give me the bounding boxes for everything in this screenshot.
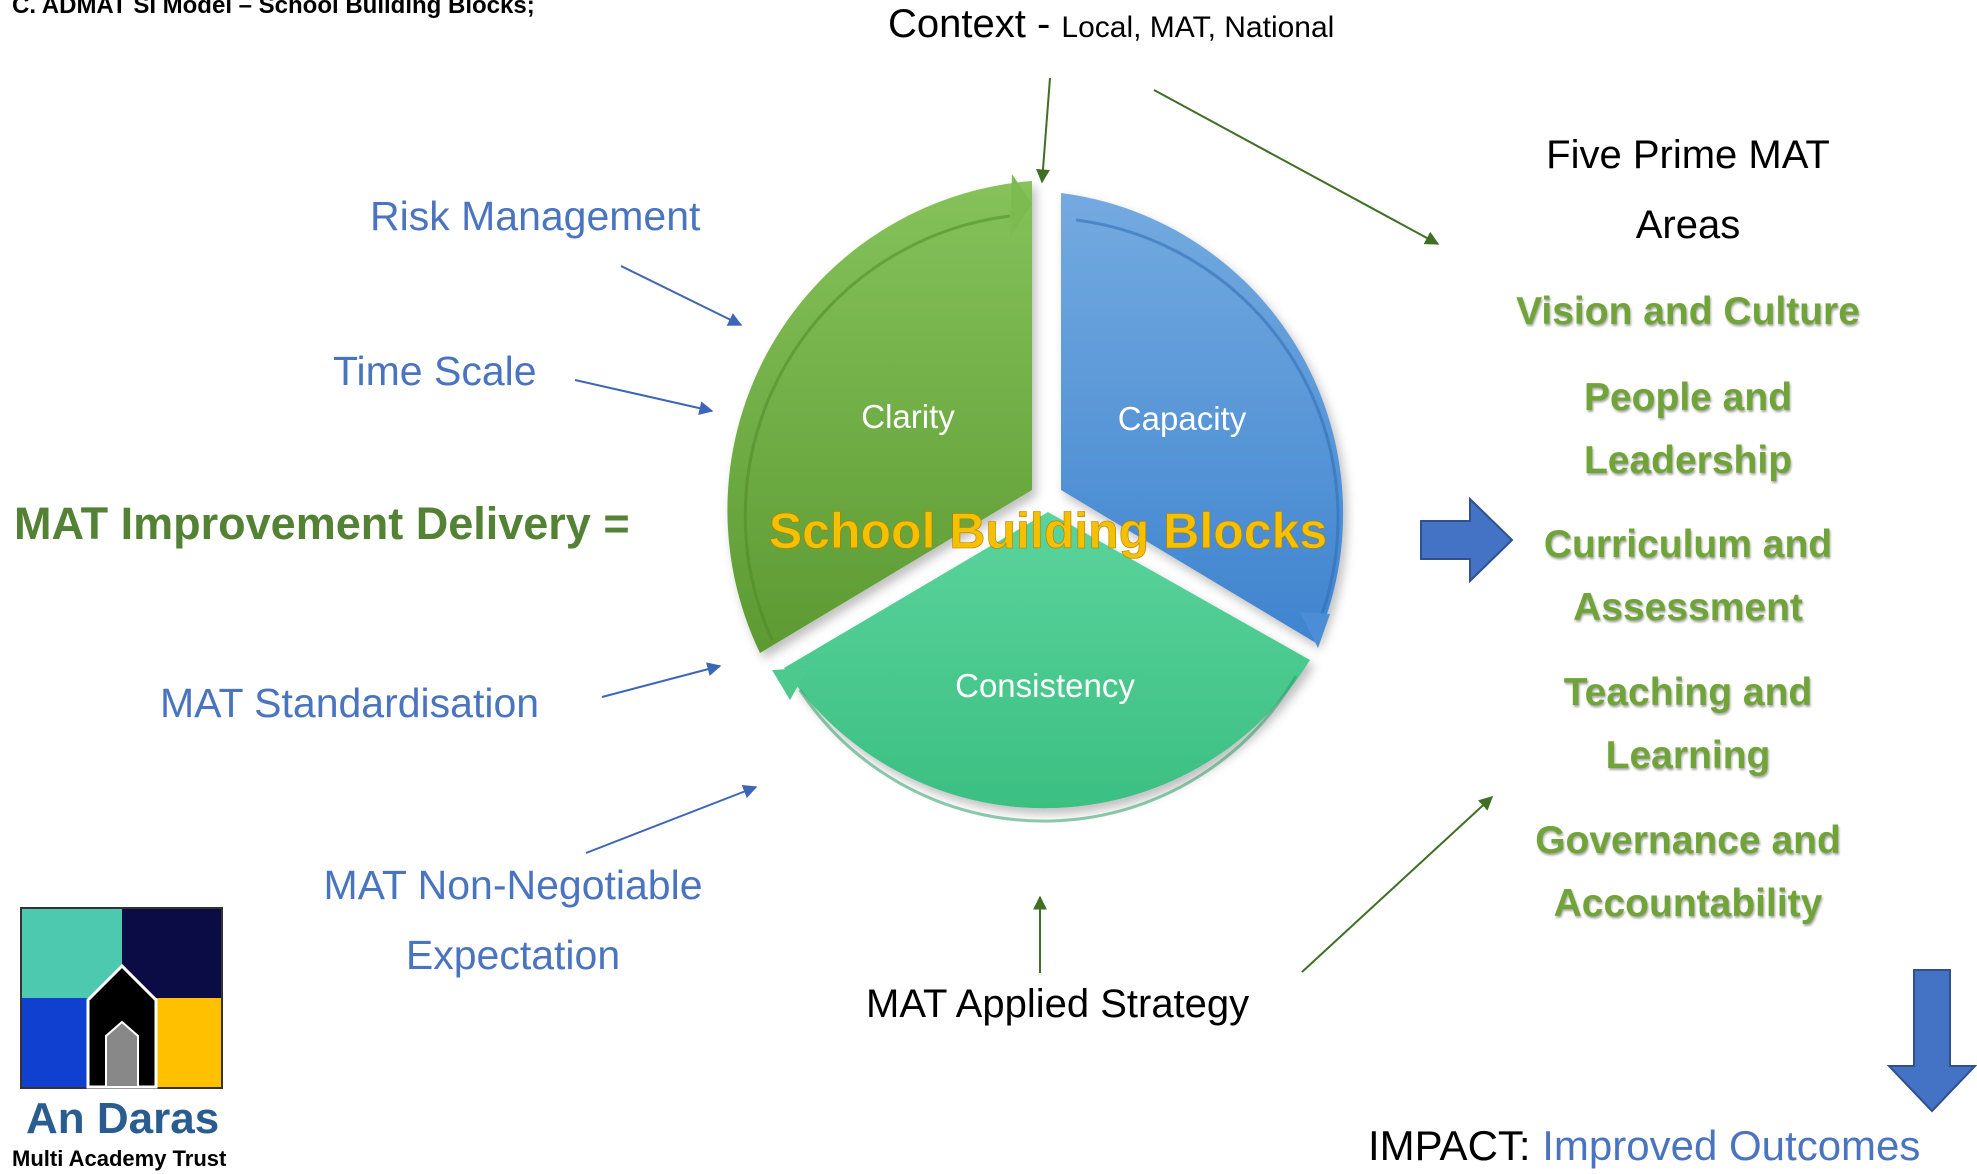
arrow-context-to-cycle: [1035, 77, 1051, 184]
prime-area-teaching: Teaching and Learning: [1478, 661, 1898, 787]
prime-areas-title-line2: Areas: [1635, 203, 1741, 247]
prime-area-line1: Governance and: [1535, 819, 1841, 862]
prime-area-governance: Governance and Accountability: [1478, 809, 1898, 935]
prime-area-line1: People and: [1583, 376, 1793, 419]
page-heading: C. ADMAT SI Model – School Building Bloc…: [12, 0, 535, 19]
impact-label: IMPACT: Improved Outcomes: [1368, 1122, 1920, 1170]
prime-area-line1: Curriculum and: [1543, 523, 1833, 566]
capacity-track: [1075, 218, 1340, 621]
right-block-arrow: [1420, 496, 1514, 584]
consistency-track: [798, 675, 1298, 823]
down-block-arrow: [1886, 969, 1977, 1113]
impact-prefix: IMPACT:: [1368, 1122, 1531, 1169]
clarity-segment: [727, 181, 1032, 653]
arrow-risk: [620, 265, 743, 326]
prime-area-line1: Teaching and: [1563, 671, 1813, 714]
prime-area-line1: Vision and Culture: [1516, 290, 1860, 333]
clarity-arrowhead: [1010, 174, 1032, 236]
capacity-segment: [1061, 193, 1344, 643]
consistency-segment: [784, 512, 1310, 809]
capacity-arrowhead: [1300, 612, 1330, 648]
label-time-scale: Time Scale: [333, 348, 537, 394]
label-mat-standardisation: MAT Standardisation: [160, 680, 540, 726]
impact-value: Improved Outcomes: [1542, 1122, 1921, 1169]
context-title: Context -: [888, 2, 1051, 46]
label-risk-management: Risk Management: [370, 193, 701, 239]
segment-label-capacity: Capacity: [1118, 400, 1247, 437]
logo-mark: [20, 907, 223, 1089]
logo-name: An Daras: [26, 1094, 220, 1143]
prime-area-people: People and Leadership: [1478, 366, 1898, 492]
prime-area-vision: Vision and Culture: [1478, 280, 1898, 343]
context-label: Context - Local, MAT, National: [888, 2, 1334, 47]
arrow-non-negotiable: [585, 785, 758, 854]
prime-area-line2: Accountability: [1553, 882, 1823, 925]
prime-area-line2: Assessment: [1573, 586, 1803, 629]
center-title: School Building Blocks: [769, 503, 1327, 559]
arrow-context-to-prime: [1153, 89, 1440, 245]
label-non-negotiable: MAT Non-Negotiable Expectation: [290, 850, 736, 990]
prime-area-line2: Learning: [1605, 734, 1771, 777]
logo-subtitle: Multi Academy Trust: [12, 1146, 227, 1171]
clarity-track: [743, 214, 1011, 641]
prime-areas-title-line1: Five Prime MAT: [1546, 133, 1830, 177]
arrow-standardisation: [601, 662, 722, 698]
strategy-label: MAT Applied Strategy: [866, 982, 1250, 1026]
segment-label-clarity: Clarity: [861, 398, 955, 435]
prime-areas-title: Five Prime MAT Areas: [1488, 120, 1888, 260]
prime-area-curriculum: Curriculum and Assessment: [1478, 513, 1898, 639]
arrow-strategy-to-prime: [1301, 796, 1494, 973]
segment-label-consistency: Consistency: [955, 667, 1135, 704]
prime-area-line2: Leadership: [1583, 439, 1793, 482]
delivery-label: MAT Improvement Delivery =: [14, 498, 630, 549]
arrow-time-scale: [574, 379, 714, 416]
label-non-negotiable-line1: MAT Non-Negotiable: [323, 862, 703, 908]
label-non-negotiable-line2: Expectation: [405, 932, 621, 978]
context-scope: Local, MAT, National: [1061, 11, 1335, 44]
consistency-arrowhead: [772, 668, 808, 700]
